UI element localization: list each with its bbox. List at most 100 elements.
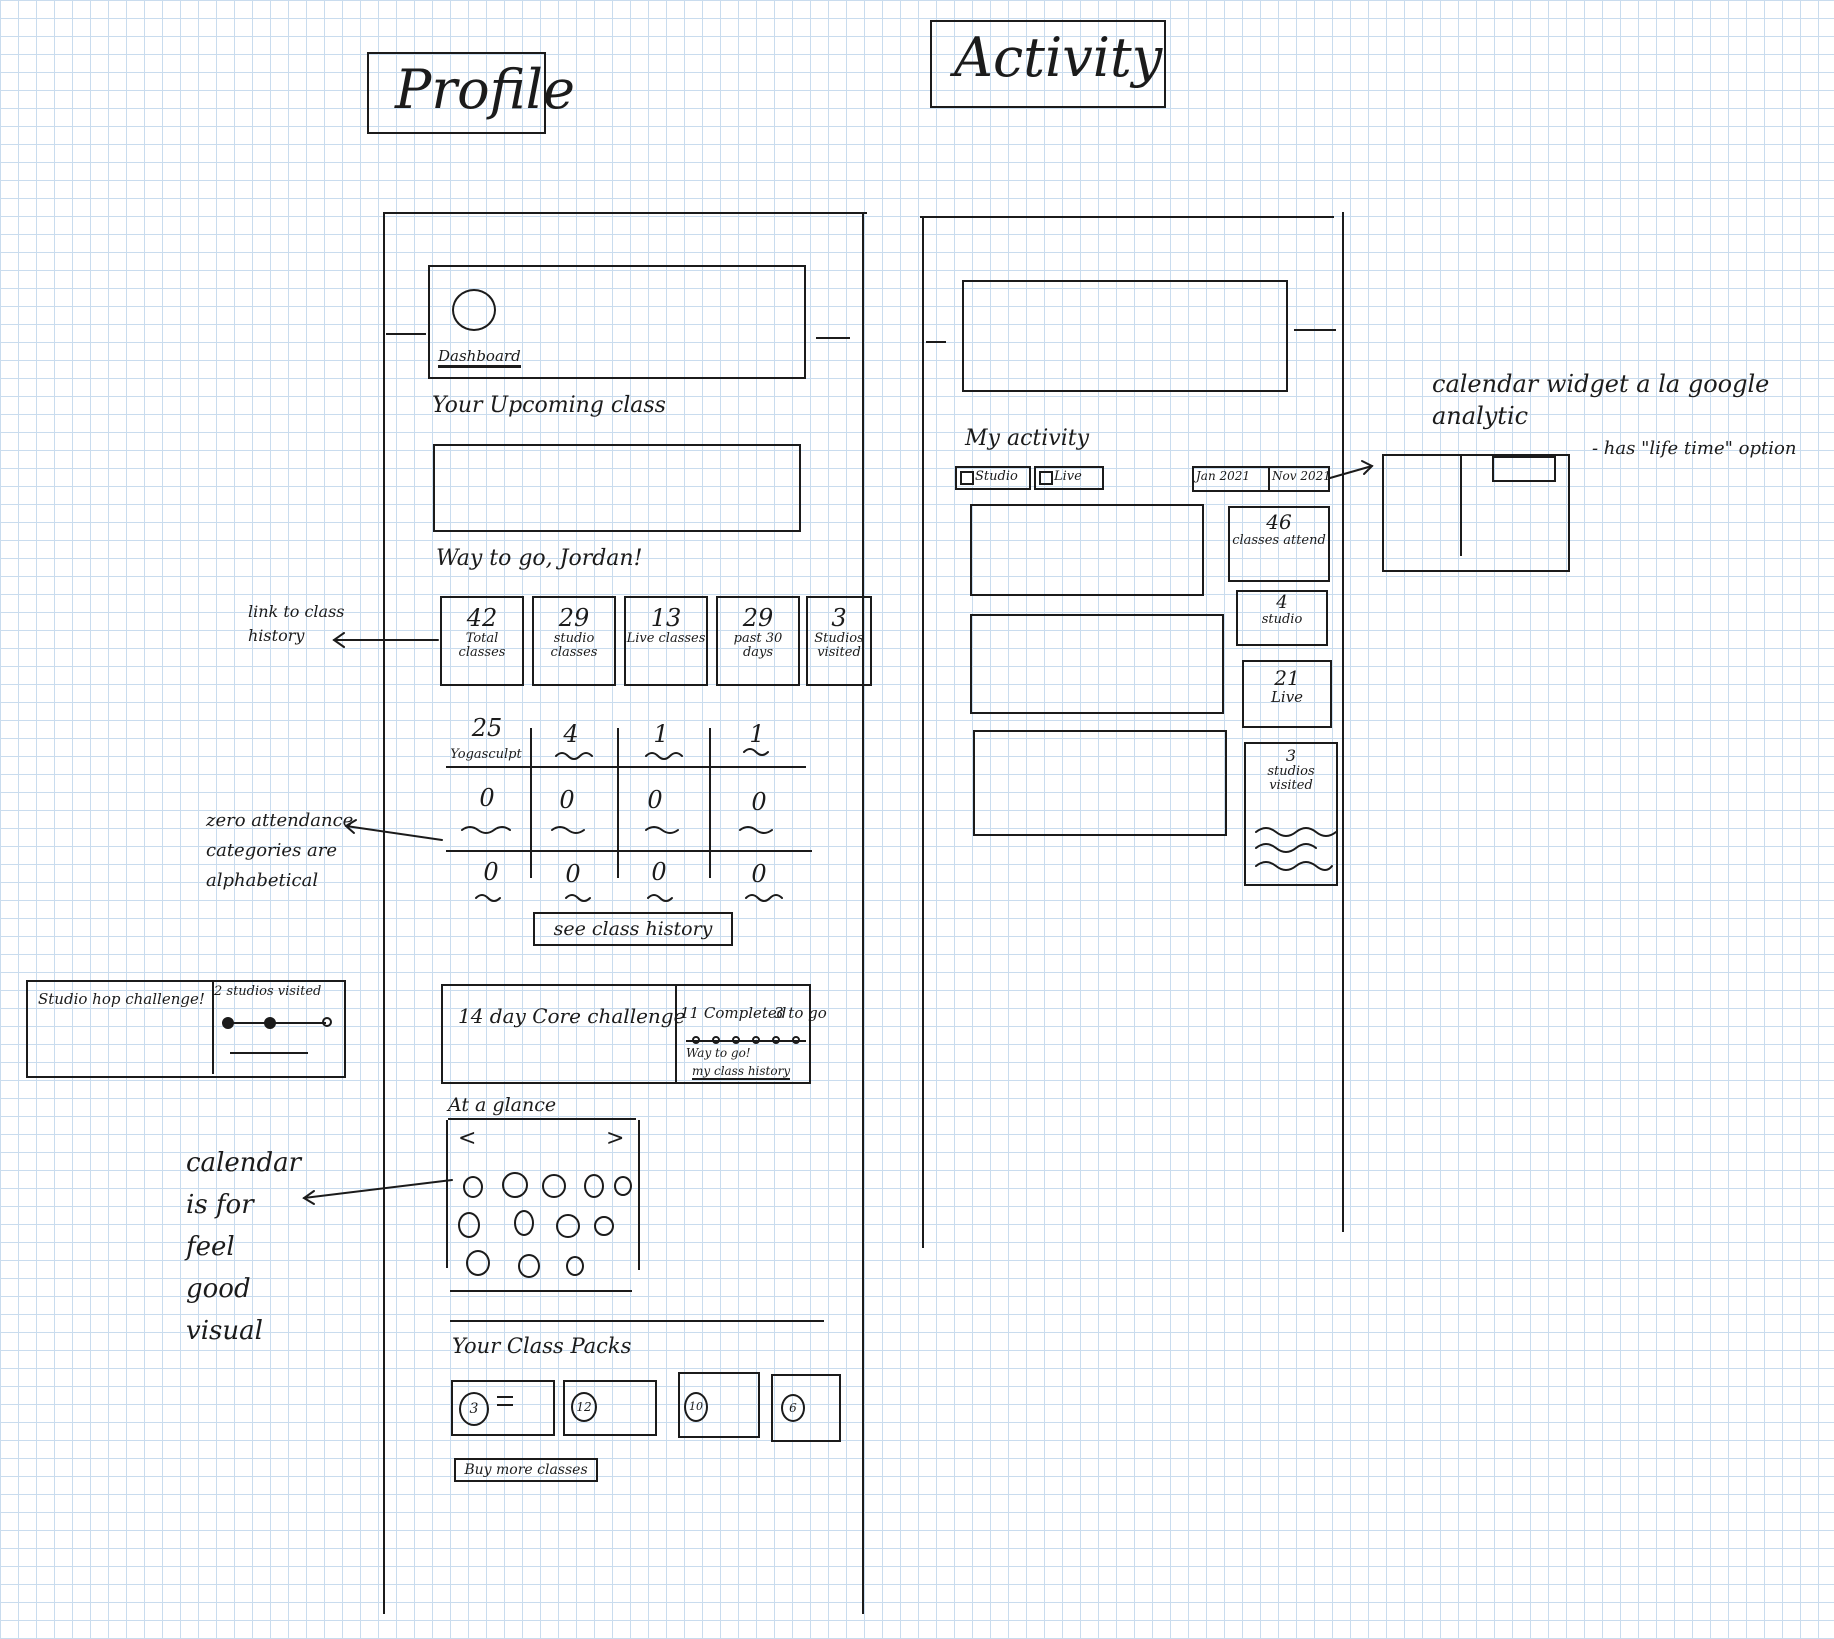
profile-heading-frame xyxy=(367,52,546,134)
class-pack-card[interactable]: 3 xyxy=(451,1380,555,1436)
challenge-divider xyxy=(675,986,677,1082)
activity-stat-value: 4 xyxy=(1276,592,1288,613)
calendar-widget-lifetime-option xyxy=(1492,456,1556,482)
class-packs-title: Your Class Packs xyxy=(452,1334,632,1358)
calendar-day xyxy=(463,1176,483,1198)
profile-heading: Profile xyxy=(395,58,575,121)
stat-value: 3 xyxy=(831,604,847,632)
activity-phone-right xyxy=(1342,212,1344,1232)
activity-stat-label: Live xyxy=(1270,688,1304,706)
category-count: 4 xyxy=(563,720,579,748)
calendar-prev-button[interactable]: < xyxy=(458,1126,477,1151)
activity-header-left-tick xyxy=(926,341,946,343)
studio-hop-text-line xyxy=(230,1052,308,1054)
studio-hop-status: 2 studios visited xyxy=(214,984,322,999)
pack-count: 6 xyxy=(789,1401,797,1415)
challenge-to-go: 3 to go xyxy=(774,1004,827,1022)
profile-phone-left xyxy=(383,214,385,1614)
stat-tile[interactable]: 29 studio classes xyxy=(532,596,616,686)
activity-stat-tile[interactable]: 4 studio xyxy=(1236,590,1328,646)
pack-count: 10 xyxy=(689,1400,703,1413)
annotation-calendar-widget: calendar widget a la google analytic xyxy=(1432,370,1770,430)
activity-list-item[interactable] xyxy=(970,614,1224,714)
studio-hop-card[interactable] xyxy=(26,980,346,1078)
activity-header-right-tick xyxy=(1294,329,1336,331)
stat-value: 42 xyxy=(466,604,498,632)
category-count: 0 xyxy=(651,858,667,886)
calendar-day xyxy=(566,1256,584,1276)
stat-tile[interactable]: 29 past 30 days xyxy=(716,596,800,686)
pack-count-badge: 10 xyxy=(684,1392,708,1422)
progress-dot xyxy=(322,1017,332,1027)
grid-divider xyxy=(617,728,619,878)
buy-more-classes-label: Buy more classes xyxy=(464,1462,588,1478)
annotation-link-history: link to class history xyxy=(248,602,345,645)
annotation-lifetime-option: - has "life time" option xyxy=(1592,438,1797,459)
pack-count-badge: 6 xyxy=(781,1394,805,1422)
calendar-day xyxy=(458,1212,480,1238)
category-count: 0 xyxy=(483,858,499,886)
header-right-tick xyxy=(816,337,850,339)
activity-list-item[interactable] xyxy=(973,730,1227,836)
pack-count-badge: 3 xyxy=(459,1392,489,1426)
activity-stat-tile[interactable]: 21 Live xyxy=(1242,660,1332,728)
filter-live[interactable]: Live xyxy=(1034,466,1104,490)
stat-tile[interactable]: 13 Live classes xyxy=(624,596,708,686)
filter-studio[interactable]: Studio xyxy=(955,466,1031,490)
calendar-widget-divider xyxy=(1460,456,1462,556)
see-class-history-button[interactable]: see class history xyxy=(533,912,733,946)
dashboard-tab[interactable]: Dashboard xyxy=(438,347,521,368)
grid-row-rule xyxy=(446,850,812,852)
studio-hop-progress-track xyxy=(226,1022,326,1024)
pack-text-line xyxy=(497,1404,513,1406)
upcoming-class-card[interactable] xyxy=(433,444,801,532)
calendar-day xyxy=(502,1172,528,1198)
checkbox-icon xyxy=(960,471,974,485)
activity-heading: Activity xyxy=(954,26,1163,89)
buy-more-classes-button[interactable]: Buy more classes xyxy=(454,1458,598,1482)
stat-tile[interactable]: 3 Studios visited xyxy=(806,596,872,686)
challenge-title: 14 day Core challenge xyxy=(458,1004,686,1028)
class-pack-card[interactable]: 12 xyxy=(563,1380,657,1436)
date-range-picker[interactable] xyxy=(1192,466,1330,492)
stat-tile[interactable]: 42 Total classes xyxy=(440,596,524,686)
greeting: Way to go, Jordan! xyxy=(436,546,643,571)
calendar-day xyxy=(514,1210,534,1236)
activity-stat-tile[interactable]: 46 classes attend xyxy=(1228,506,1330,582)
calendar-next-button[interactable]: > xyxy=(606,1126,625,1151)
class-pack-card[interactable]: 10 xyxy=(678,1372,760,1438)
my-class-history-link[interactable]: my class history xyxy=(692,1064,791,1080)
challenge-completed: 11 Completed xyxy=(680,1004,787,1022)
activity-stat-tile[interactable]: 3 studios visited xyxy=(1244,742,1338,886)
calendar-day xyxy=(518,1254,540,1278)
profile-phone-top xyxy=(383,212,867,214)
calendar-widget-sketch xyxy=(1382,454,1570,572)
stat-value: 29 xyxy=(742,604,774,632)
date-start[interactable]: Jan 2021 xyxy=(1196,469,1251,483)
progress-dot xyxy=(222,1017,234,1029)
studio-hop-title: Studio hop challenge! xyxy=(38,990,205,1008)
profile-phone-right xyxy=(862,214,864,1614)
challenge-card[interactable] xyxy=(441,984,811,1084)
calendar-top xyxy=(448,1118,636,1120)
date-end[interactable]: Nov 2021 xyxy=(1272,469,1331,483)
stat-value: 13 xyxy=(650,604,682,632)
annotation-zero-attendance: zero attendance categories are alphabeti… xyxy=(206,810,354,891)
annotation-calendar: calendar is for feel good visual xyxy=(186,1148,302,1346)
profile-header-box xyxy=(428,265,806,379)
activity-list-item[interactable] xyxy=(970,504,1204,596)
activity-header-box xyxy=(962,280,1288,392)
stat-label: Studios visited xyxy=(814,631,864,660)
calendar-day xyxy=(556,1214,580,1238)
avatar[interactable] xyxy=(452,289,496,331)
category-count: 0 xyxy=(751,788,767,816)
calendar-right xyxy=(638,1120,640,1270)
pack-text-line xyxy=(497,1396,513,1398)
calendar-left xyxy=(446,1120,448,1268)
category-count: 0 xyxy=(565,860,581,888)
activity-stat-value: 46 xyxy=(1266,510,1292,534)
pack-count: 12 xyxy=(576,1400,592,1414)
class-pack-card[interactable]: 6 xyxy=(771,1374,841,1442)
studio-hop-divider xyxy=(212,982,214,1074)
activity-stat-label: classes attend xyxy=(1232,533,1326,548)
